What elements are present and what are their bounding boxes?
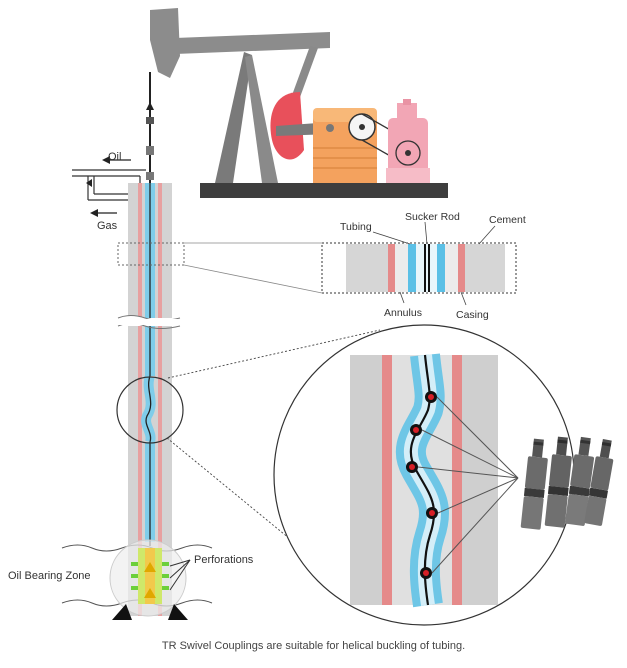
perforations-label: Perforations <box>194 554 254 566</box>
oil-label: Oil <box>108 151 121 163</box>
pumpjack-base <box>200 183 448 198</box>
pumpjack <box>150 8 448 198</box>
samson-post <box>215 52 252 183</box>
oil-arrow-icon <box>102 156 110 164</box>
casing-label: Casing <box>456 309 489 321</box>
gas-arrow-icon <box>90 209 98 217</box>
polished-rod <box>146 72 154 185</box>
gas-label: Gas <box>97 220 118 232</box>
oil-bearing-zone-label: Oil Bearing Zone <box>8 570 91 582</box>
annulus-label: Annulus <box>384 307 422 319</box>
tubing-label: Tubing <box>340 221 372 233</box>
valve-icon <box>86 179 92 187</box>
zoom-line-top <box>167 329 381 379</box>
oil-bearing-zone <box>61 539 213 620</box>
samson-post-rear <box>245 55 278 183</box>
figure-caption: TR Swivel Couplings are suitable for hel… <box>161 640 466 652</box>
walking-beam <box>175 32 330 54</box>
swivel-couplings-illustration <box>520 436 614 530</box>
buckling-zoom-circle <box>116 376 184 444</box>
cement-label: Cement <box>489 214 526 226</box>
sucker-rod-label: Sucker Rod <box>405 211 460 223</box>
magnified-buckling-view <box>273 324 575 626</box>
zoom-line-bottom <box>166 437 341 581</box>
cross-section-detail <box>117 221 517 306</box>
horsehead <box>150 8 180 78</box>
